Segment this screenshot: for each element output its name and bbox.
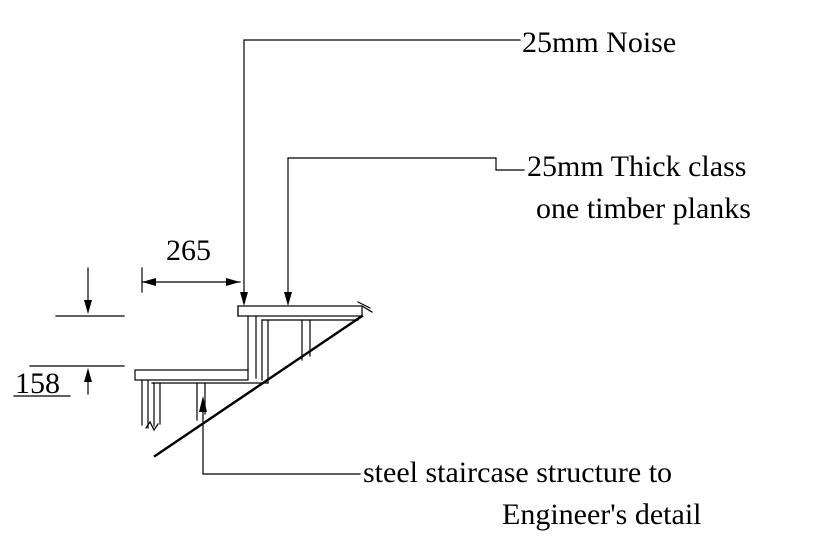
dimension-going-value: 265 (166, 234, 211, 267)
label-steel-line1: steel staircase structure to (363, 456, 672, 489)
dimension-riser-value: 158 (15, 367, 60, 400)
upper-end-tick (357, 301, 371, 309)
stringer (153, 314, 364, 458)
upper-end-tick-2 (361, 305, 373, 313)
leader-nosing (240, 39, 521, 306)
label-planks-line2: one timber planks (536, 192, 751, 225)
dimension-going (141, 267, 241, 293)
stair-geometry (134, 301, 373, 458)
label-planks-line1: 25mm Thick class (527, 150, 746, 183)
label-steel-line2: Engineer's detail (502, 498, 702, 531)
leader-planks (284, 157, 525, 306)
leader-steel (199, 396, 361, 475)
upper-tread-plank (237, 305, 363, 317)
lower-tread-plank (134, 369, 249, 381)
lower-stub-break (145, 420, 159, 432)
label-nosing: 25mm Noise (522, 26, 676, 59)
dimension-riser (13, 267, 125, 397)
